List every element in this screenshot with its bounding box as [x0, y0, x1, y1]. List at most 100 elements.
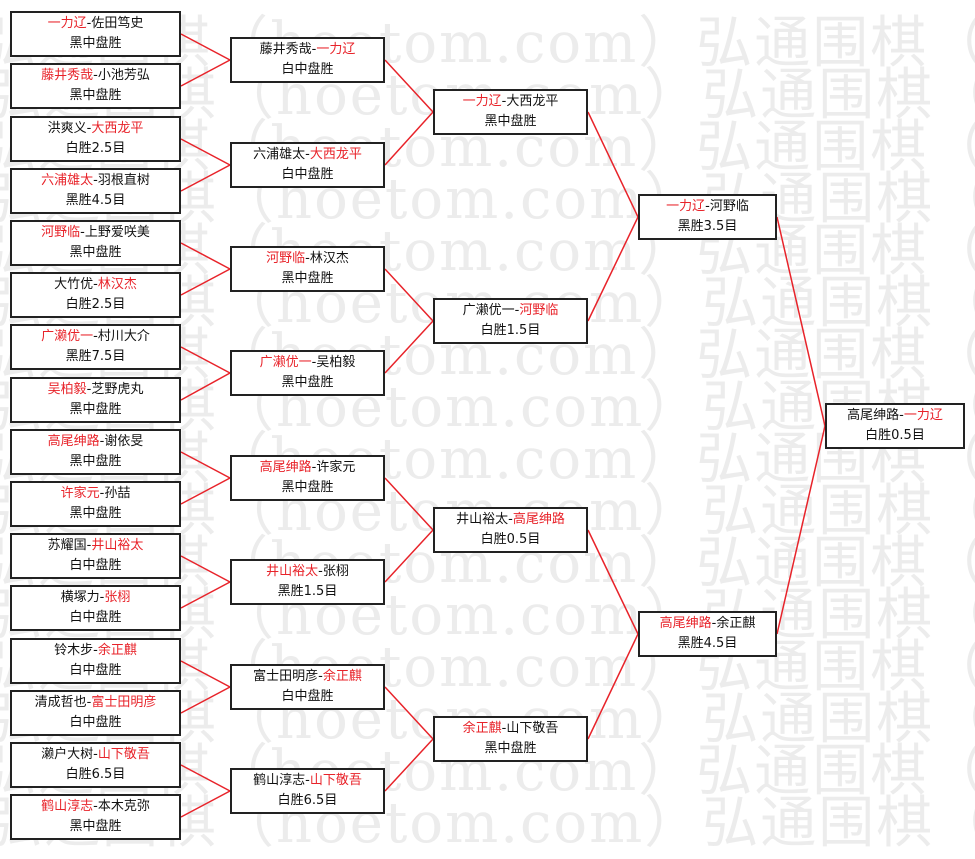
- player-name: 一力辽: [462, 94, 502, 109]
- player-name: 大西龙平: [91, 121, 144, 136]
- player-name: 洪爽义: [47, 121, 87, 136]
- vs-dash: -: [93, 329, 98, 344]
- match-players: 广濑优一-吴柏毅: [232, 353, 383, 373]
- match-result: 黑中盘胜: [69, 36, 122, 51]
- vs-dash: -: [514, 303, 520, 318]
- match-players: 苏耀国-井山裕太: [12, 536, 179, 556]
- match-box: 一力辽-河野临黑胜3.5目: [638, 194, 777, 240]
- match-players: 六浦雄太-羽根直树: [12, 171, 179, 191]
- bracket-connector: [180, 33, 231, 61]
- match-result: 黑中盘胜: [69, 402, 122, 417]
- player-name: 藤井秀哉: [259, 42, 312, 57]
- player-name: 许家元: [316, 460, 356, 475]
- bracket-connector: [587, 111, 639, 218]
- match-box: 高尾绅路-谢依旻黑中盘胜: [10, 429, 181, 475]
- player-name: 井山裕太: [91, 538, 144, 553]
- match-box: 余正麒-山下敬吾黑中盘胜: [433, 716, 588, 762]
- player-name: 张栩: [104, 590, 131, 605]
- player-name: 六浦雄太: [253, 147, 306, 162]
- vs-dash: -: [311, 355, 317, 370]
- match-result: 黑中盘胜: [69, 454, 122, 469]
- player-name: 高尾绅路: [512, 512, 565, 527]
- match-players: 广濑优一-河野临: [435, 301, 586, 321]
- match-players: 一力辽-河野临: [640, 197, 775, 217]
- player-name: 井山裕太: [266, 564, 319, 579]
- vs-dash: -: [705, 199, 710, 214]
- bracket-connector: [180, 477, 231, 505]
- bracket-connector: [180, 660, 231, 688]
- match-result: 黑中盘胜: [69, 245, 122, 260]
- match-result: 黑胜4.5目: [677, 636, 738, 651]
- match-box: 藤井秀哉-小池芳弘黑中盘胜: [10, 63, 181, 109]
- match-players: 清成哲也-富士田明彦: [12, 693, 179, 713]
- player-name: 一力辽: [666, 199, 706, 214]
- bracket-connector: [180, 581, 231, 609]
- player-name: 河野临: [266, 251, 306, 266]
- match-players: 鹤山淳志-山下敬吾: [232, 771, 383, 791]
- player-name: 河野临: [41, 225, 81, 240]
- bracket-connector: [180, 790, 231, 818]
- match-players: 一力辽-大西龙平: [435, 92, 586, 112]
- match-players: 一力辽-佐田笃史: [12, 14, 179, 34]
- match-result: 黑中盘胜: [69, 88, 122, 103]
- player-name: 六浦雄太: [41, 173, 94, 188]
- player-name: 高尾绅路: [659, 616, 712, 631]
- vs-dash: -: [93, 277, 98, 292]
- player-name: 一力辽: [316, 42, 356, 57]
- player-name: 许家元: [60, 486, 100, 501]
- match-players: 井山裕太-高尾绅路: [435, 510, 586, 530]
- match-players: 富士田明彦-余正麒: [232, 667, 383, 687]
- vs-dash: -: [501, 94, 507, 109]
- bracket-connector: [384, 738, 434, 792]
- vs-dash: -: [86, 382, 92, 397]
- match-box: 濑户大树-山下敬吾白胜6.5目: [10, 742, 181, 788]
- player-name: 广濑优一: [259, 355, 312, 370]
- match-result: 白胜1.5目: [480, 323, 541, 338]
- match-box: 横塚力-张栩白中盘胜: [10, 585, 181, 631]
- match-players: 井山裕太-张栩: [232, 562, 383, 582]
- match-players: 余正麒-山下敬吾: [435, 719, 586, 739]
- match-box: 六浦雄太-羽根直树黑胜4.5目: [10, 168, 181, 214]
- match-result: 黑中盘胜: [69, 506, 122, 521]
- bracket-connector: [776, 216, 826, 427]
- player-name: 大西龙平: [309, 147, 362, 162]
- match-box: 六浦雄太-大西龙平白中盘胜: [230, 142, 385, 188]
- bracket-connector: [180, 59, 231, 87]
- match-box: 洪爽义-大西龙平白胜2.5目: [10, 116, 181, 162]
- vs-dash: -: [318, 564, 323, 579]
- match-players: 铃木步-余正麒: [12, 641, 179, 661]
- match-box: 一力辽-佐田笃史黑中盘胜: [10, 11, 181, 57]
- player-name: 河野临: [709, 199, 749, 214]
- vs-dash: -: [86, 121, 92, 136]
- player-name: 广濑优一: [462, 303, 515, 318]
- vs-dash: -: [93, 173, 98, 188]
- match-box: 井山裕太-高尾绅路白胜0.5目: [433, 507, 588, 553]
- match-result: 黑中盘胜: [281, 271, 334, 286]
- bracket-connector: [384, 477, 434, 531]
- player-name: 苏耀国: [47, 538, 87, 553]
- match-result: 白胜2.5目: [65, 141, 126, 156]
- match-players: 藤井秀哉-一力辽: [232, 40, 383, 60]
- bracket-connector: [180, 686, 231, 714]
- match-players: 高尾绅路-谢依旻: [12, 432, 179, 452]
- match-players: 大竹优-林汉杰: [12, 275, 179, 295]
- player-name: 富士田明彦: [253, 669, 319, 684]
- match-players: 河野临-林汉杰: [232, 249, 383, 269]
- player-name: 张栩: [322, 564, 349, 579]
- player-name: 一力辽: [903, 408, 943, 423]
- player-name: 河野临: [519, 303, 559, 318]
- player-name: 吴柏毅: [47, 382, 87, 397]
- bracket-connector: [384, 529, 434, 583]
- player-name: 高尾绅路: [47, 434, 100, 449]
- player-name: 林汉杰: [97, 277, 137, 292]
- player-name: 高尾绅路: [259, 460, 312, 475]
- match-result: 黑中盘胜: [281, 480, 334, 495]
- player-name: 余正麒: [462, 721, 502, 736]
- match-result: 白胜0.5目: [480, 532, 541, 547]
- match-box: 富士田明彦-余正麒白中盘胜: [230, 664, 385, 710]
- match-result: 白中盘胜: [69, 558, 122, 573]
- bracket-connector: [384, 320, 434, 374]
- match-players: 高尾绅路-许家元: [232, 458, 383, 478]
- match-box: 吴柏毅-芝野虎丸黑中盘胜: [10, 377, 181, 423]
- player-name: 谢依旻: [104, 434, 144, 449]
